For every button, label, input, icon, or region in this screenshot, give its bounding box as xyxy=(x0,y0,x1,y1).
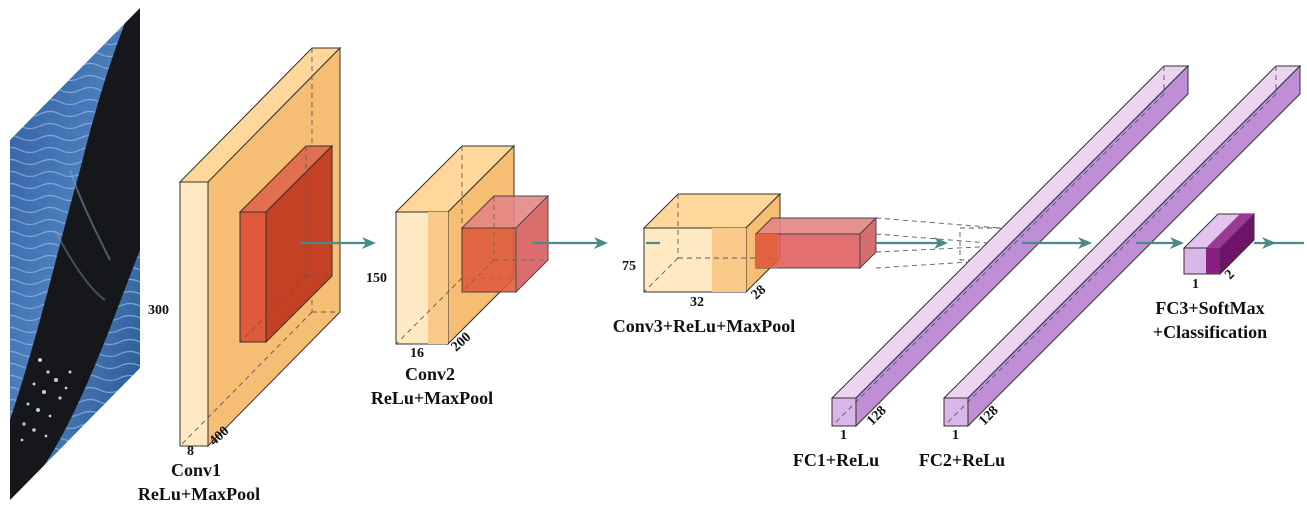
conv1-title: Conv1 xyxy=(171,460,221,480)
fc2-bar xyxy=(942,64,1302,428)
conv2-title: Conv2 xyxy=(405,364,455,384)
conv1-height-dim: 300 xyxy=(148,303,169,318)
conv3-filter xyxy=(754,216,878,270)
conv2-width-dim: 16 xyxy=(410,346,424,361)
fc2-title: FC2+ReLu xyxy=(919,450,1005,470)
fc3-depth-dim: 2 xyxy=(1222,267,1238,283)
fc1-bar xyxy=(830,64,1190,428)
conv1-block xyxy=(178,46,342,448)
conv3-block xyxy=(642,192,878,294)
fc3-title-line2: +Classification xyxy=(1153,322,1267,342)
conv1-width-dim: 8 xyxy=(187,444,194,459)
fc3-title-line1: FC3+SoftMax xyxy=(1155,298,1264,318)
conv3-title: Conv3+ReLu+MaxPool xyxy=(613,316,796,336)
fc2-width-dim: 1 xyxy=(952,428,959,443)
conv2-height-dim: 150 xyxy=(366,271,387,286)
conv3-width-dim: 32 xyxy=(690,295,704,310)
conv3-height-dim: 75 xyxy=(622,259,636,274)
conv1-filter xyxy=(238,144,334,344)
orca-dorsal-fin-photo xyxy=(10,8,140,500)
fc3-block xyxy=(1182,212,1256,276)
conv1-subtitle: ReLu+MaxPool xyxy=(138,484,260,504)
output-arrowhead xyxy=(1262,237,1276,249)
conv2-block xyxy=(394,144,550,346)
fc1-width-dim: 1 xyxy=(840,428,847,443)
fc1-title: FC1+ReLu xyxy=(793,450,879,470)
fc3-width-dim: 1 xyxy=(1192,277,1199,292)
conv2-subtitle: ReLu+MaxPool xyxy=(371,388,493,408)
